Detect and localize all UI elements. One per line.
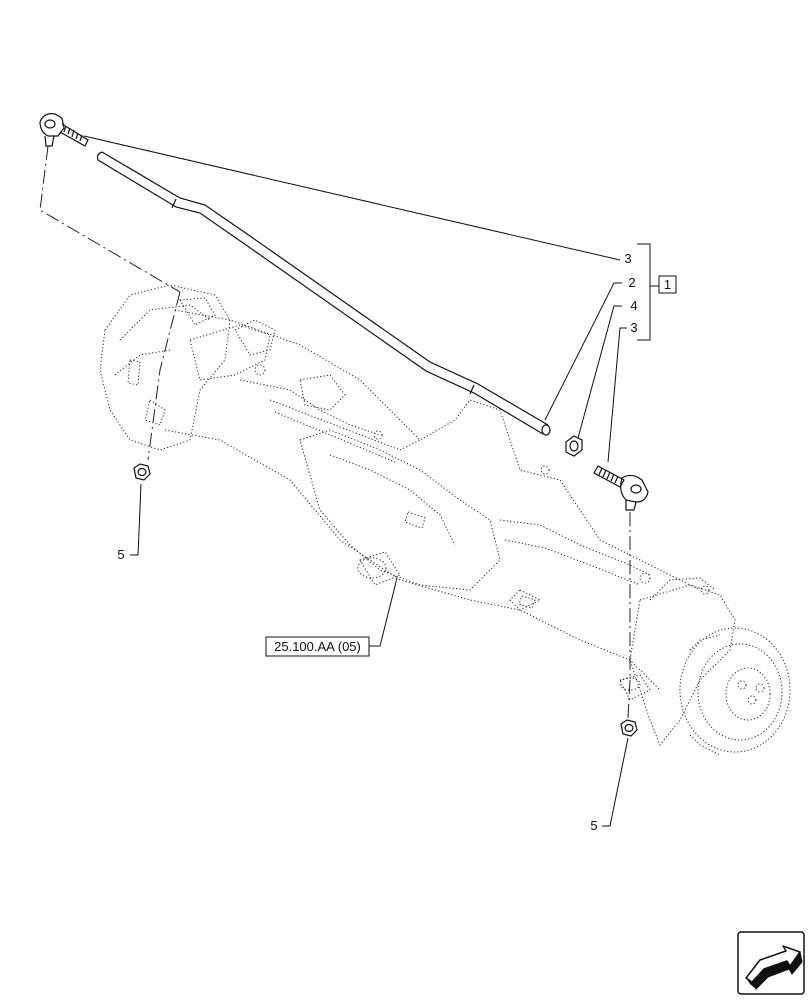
- callout-3-bottom: 3: [630, 320, 637, 335]
- next-page-arrow-icon[interactable]: [737, 931, 805, 995]
- callout-3-top: 3: [624, 251, 631, 266]
- callout-4: 4: [630, 298, 637, 313]
- nut-part-4: [565, 435, 583, 457]
- axle-reference-label: 25.100.AA (05): [274, 639, 361, 654]
- nut-right: [620, 719, 638, 737]
- group-box-label: 1: [664, 277, 671, 292]
- alignment-lines: [39, 145, 631, 719]
- axle-housing: [99, 284, 791, 756]
- axle-reference-box: 25.100.AA (05): [265, 636, 370, 657]
- tie-rod-end-bottom: [593, 465, 649, 511]
- callout-5-left: 5: [117, 547, 124, 562]
- tie-rod: [96, 151, 551, 436]
- leader-lines: [83, 135, 659, 827]
- group-box-1: 1: [658, 275, 677, 294]
- callout-2: 2: [628, 275, 635, 290]
- tie-rod-end-top: [39, 113, 89, 147]
- callout-5-right: 5: [590, 818, 597, 833]
- nut-left: [133, 463, 151, 481]
